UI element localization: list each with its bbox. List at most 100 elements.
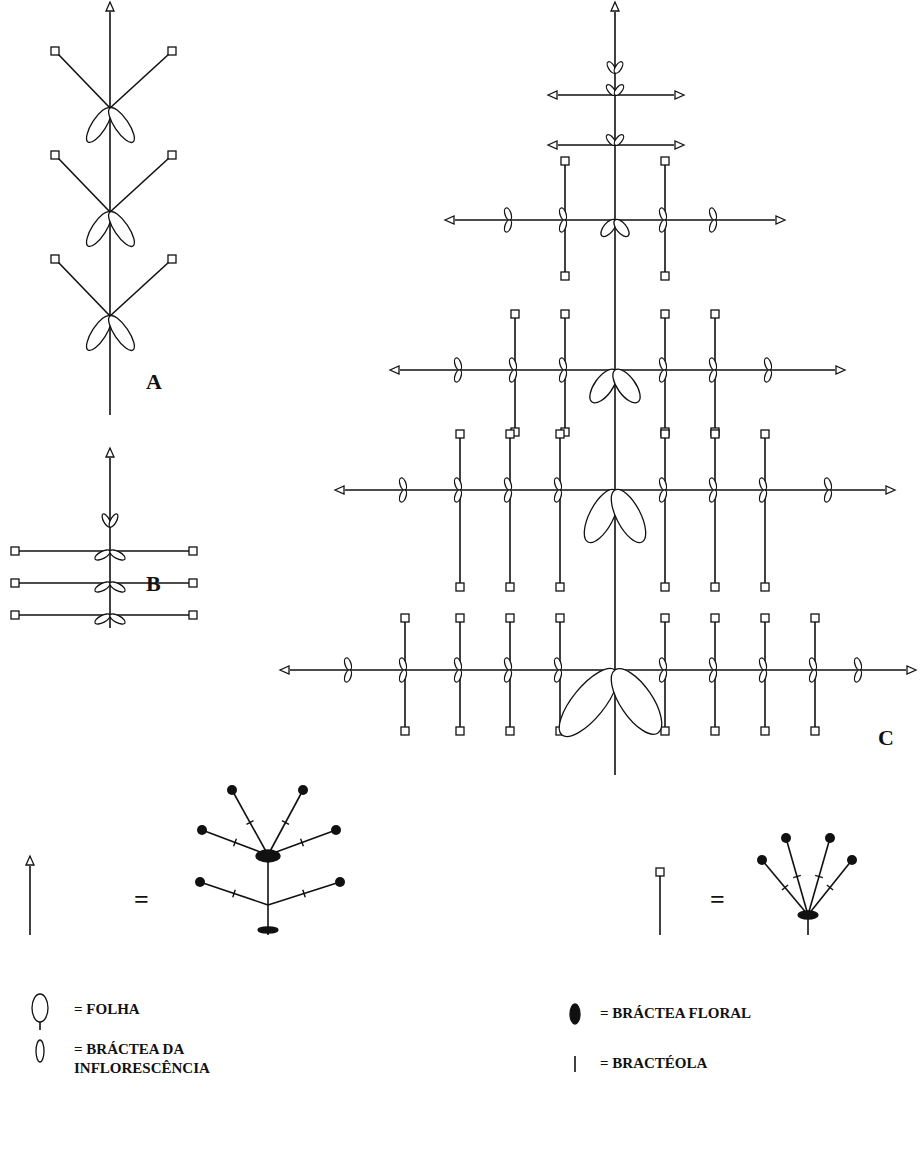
square-symbol [761,614,769,622]
bract-symbol [503,219,513,233]
triangle-symbol [836,366,845,374]
bract-symbol [36,1040,44,1062]
leaf-symbol [608,365,646,408]
square-symbol [556,583,564,591]
bract-symbol [93,580,111,594]
bract-symbol [503,477,513,491]
bract-symbol [558,369,568,383]
panel-letter: A [146,368,162,396]
axis-line [232,790,268,855]
triangle-symbol [106,2,114,11]
square-symbol [561,272,569,280]
leaf-symbol [602,661,671,742]
bract-symbol [343,657,353,671]
triangle-symbol [106,448,114,457]
bracteole-symbol [301,839,304,847]
bract-symbol [558,207,568,221]
bract-symbol [823,477,833,491]
axis-line [267,855,269,935]
axis-line [39,1022,41,1030]
bract-symbol [612,60,624,74]
square-symbol [711,727,719,735]
floral-bract-symbol [570,1004,580,1024]
triangle-symbol [675,141,684,149]
square-symbol [711,310,719,318]
floral-bract-symbol [258,927,278,933]
axis-line [268,830,336,855]
square-symbol [661,614,669,622]
axis-line [509,438,511,583]
triangle-symbol [776,216,785,224]
bract-symbol [763,369,773,383]
axis-line [659,876,661,935]
bract-symbol [107,513,119,529]
square-symbol [711,583,719,591]
axis-line [58,54,110,108]
square-symbol [661,272,669,280]
square-symbol [556,614,564,622]
square-symbol [168,255,176,263]
flower-dot [298,785,308,795]
bract-symbol [398,669,408,683]
axis-line [268,790,303,855]
bracteole-symbol [234,839,237,846]
square-symbol [561,310,569,318]
legend-text: = BRÁCTEA DA INFLORESCÊNCIA [74,1040,224,1078]
bract-symbol [343,669,353,683]
square-symbol [661,583,669,591]
triangle-symbol [548,91,557,99]
square-symbol [11,611,19,619]
square-symbol [711,614,719,622]
square-symbol [761,727,769,735]
bract-symbol [708,207,718,221]
legend-text: = BRÁCTEA FLORAL [600,1004,751,1023]
bract-symbol [758,657,768,671]
axis-line [762,860,808,915]
bract-symbol [658,357,668,371]
flower-dot [197,825,207,835]
flower-dot [757,855,767,865]
square-symbol [506,430,514,438]
bracteole-symbol [233,890,236,898]
equals-sign: = [134,884,149,917]
square-symbol [711,430,719,438]
legend-text: = BRACTÉOLA [600,1054,707,1073]
leaf-symbol [104,104,139,146]
square-symbol [168,151,176,159]
square-symbol [506,614,514,622]
square-symbol [189,611,197,619]
square-symbol [11,547,19,555]
bract-symbol [708,219,718,233]
bract-symbol [398,657,408,671]
bract-symbol [453,669,463,683]
axis-line [459,438,461,583]
axis-line [200,882,268,905]
triangle-symbol [26,856,34,865]
square-symbol [51,151,59,159]
axis-line [559,438,561,583]
bract-symbol [763,357,773,371]
equals-sign: = [710,884,725,917]
bract-symbol [708,357,718,371]
square-symbol [189,579,197,587]
legend-text: = FOLHA [74,1000,140,1019]
flower-dot [781,833,791,843]
square-symbol [11,579,19,587]
bract-symbol [108,548,126,562]
bract-symbol [853,669,863,683]
square-symbol [506,727,514,735]
axis-line [786,838,808,915]
bracteole-symbol [303,890,305,898]
bracteole-symbol [247,821,254,825]
square-symbol [456,727,464,735]
triangle-symbol [548,141,557,149]
square-symbol [456,430,464,438]
bract-symbol [558,219,568,233]
bract-symbol [453,357,463,371]
square-symbol [189,547,197,555]
bract-symbol [708,657,718,671]
square-symbol [456,614,464,622]
bract-symbol [708,369,718,383]
leaf-symbol [604,484,652,547]
